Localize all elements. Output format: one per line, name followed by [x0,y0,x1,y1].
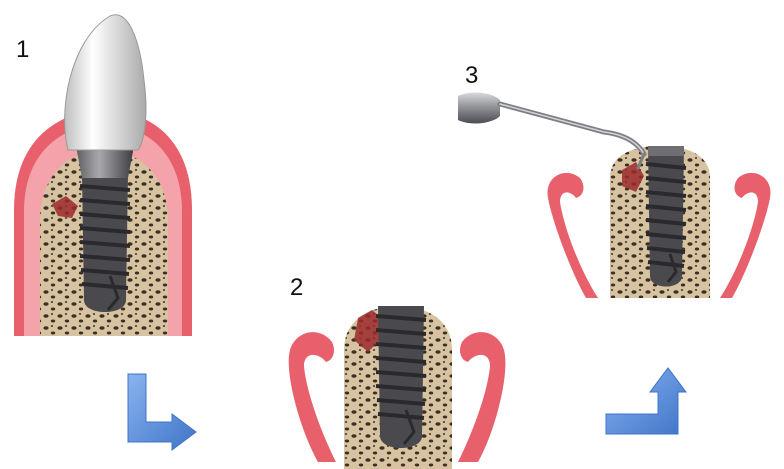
implant-screw-icon [80,176,130,312]
abutment [76,146,134,178]
implant-screw-icon [646,146,686,287]
step-1-illustration [14,15,192,336]
implant-screw-icon [376,306,426,448]
arrow-right-up-icon [606,368,686,434]
dental-instrument-icon [458,93,644,168]
step-2-illustration [289,306,506,469]
step-3-illustration [458,93,770,298]
arrow-down-right-icon [128,374,196,450]
gum-flap-left [548,173,598,298]
crown-icon [65,15,146,150]
gum-flap-left [289,332,336,462]
gum-flap-right [458,332,505,462]
gum-flap-right [720,173,770,298]
